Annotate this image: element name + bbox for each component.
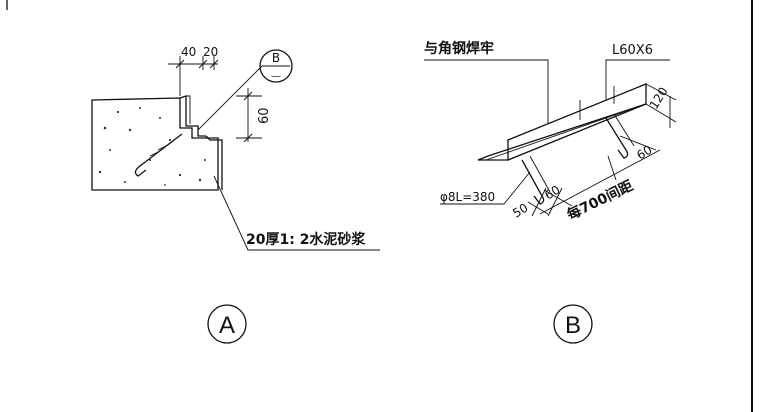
weld-note: 与角钢焊牢: [424, 40, 494, 57]
detail-a: 40 20 60 B — 20厚1: 2水泥砂浆 A: [91, 45, 380, 344]
section-ref-bubble: [197, 49, 293, 131]
mortar-note: 20厚1: 2水泥砂浆: [246, 231, 366, 248]
dim-60-left-label: 60: [542, 183, 562, 203]
anchor-right: [605, 113, 657, 159]
dim-50-label: 50: [510, 201, 530, 221]
angle-steel: [477, 83, 647, 161]
caption-a: A: [219, 312, 235, 339]
dim-side: [236, 88, 262, 143]
mortar-layer-top: [179, 95, 206, 137]
anchor-rebar: [134, 133, 183, 177]
weld-leader: [424, 59, 549, 138]
dim-120: [645, 83, 677, 128]
detail-b: 与角钢焊牢 L60X6 120 60: [424, 40, 677, 344]
dim-120-label: 120: [647, 85, 671, 112]
rebar-label: φ8L=380: [440, 190, 495, 204]
mortar-edge: [186, 95, 191, 124]
caption-b-circle: [553, 304, 593, 344]
spacing-tick: [607, 155, 617, 181]
section-ref-bottom: —: [271, 71, 281, 82]
dim-20-label: 20: [203, 45, 218, 59]
section-ref-top: B: [272, 51, 280, 65]
angle-leader: [605, 59, 670, 100]
dim-top: [168, 56, 219, 96]
dim-60-label: 60: [257, 107, 272, 124]
spacing-dim-line: [539, 149, 661, 215]
caption-b: B: [565, 312, 581, 339]
caption-a-circle: [207, 304, 247, 344]
spacing-label: 每700间距: [564, 177, 635, 224]
dim-60-right-label: 60: [634, 143, 654, 163]
concrete-block: [91, 97, 219, 191]
angle-label: L60X6: [612, 43, 653, 58]
aggregate-dots: [98, 107, 206, 186]
mortar-leader: [213, 175, 380, 251]
mortar-layer-side: [205, 135, 223, 190]
dim-40-label: 40: [181, 45, 196, 59]
rebar-leader: [440, 171, 531, 205]
